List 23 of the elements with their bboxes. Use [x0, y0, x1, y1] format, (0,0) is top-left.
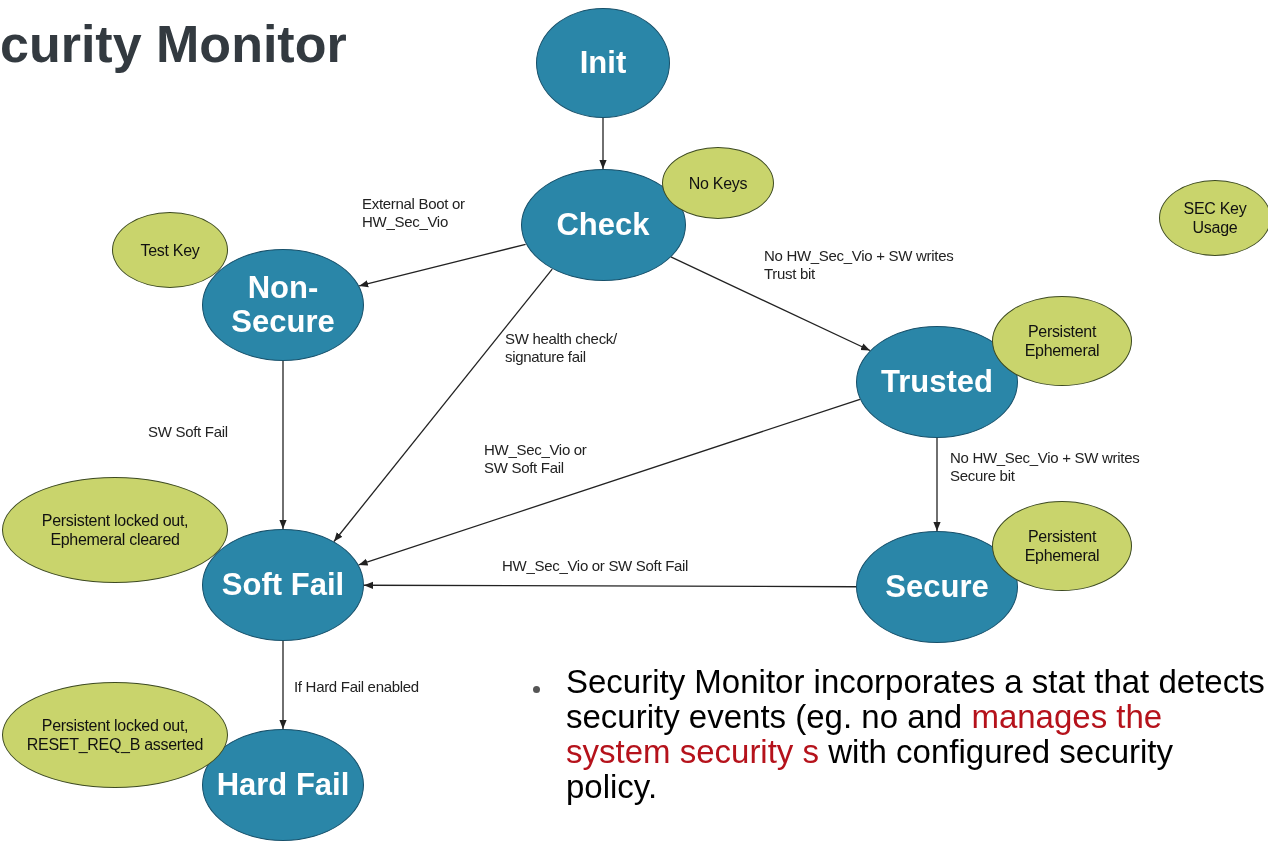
state-ellipse: Trusted	[856, 326, 1018, 438]
note-ellipse: Persistent Ephemeral	[992, 296, 1132, 386]
note-ellipse: No Keys	[662, 147, 774, 219]
state-ellipse: Init	[536, 8, 670, 118]
arrow	[599, 117, 607, 170]
arrow	[333, 268, 553, 543]
state-ellipse: Non- Secure	[202, 249, 364, 361]
note-ellipse: Persistent Ephemeral	[992, 501, 1132, 591]
bullet-paragraph: Security Monitor incorporates a stat that detects security events (eg. no and manages the system security s with configured security policy.	[566, 664, 1266, 804]
arrow	[279, 640, 287, 730]
arrow	[933, 437, 941, 532]
arrow	[670, 256, 871, 352]
arrow	[279, 360, 287, 530]
state-ellipse: Hard Fail	[202, 729, 364, 841]
slide-title: curity Monitor	[0, 14, 347, 74]
state-ellipse: Secure	[856, 531, 1018, 643]
edge-label: HW_Sec_Vio or SW Soft Fail	[502, 557, 689, 575]
note-ellipse: SEC Key Usage	[1159, 180, 1268, 256]
note-ellipse: Test Key	[112, 212, 228, 288]
arrow	[363, 581, 857, 589]
arrow	[358, 243, 527, 288]
state-ellipse: Check	[520, 169, 686, 281]
state-ellipse: Soft Fail	[202, 529, 364, 641]
